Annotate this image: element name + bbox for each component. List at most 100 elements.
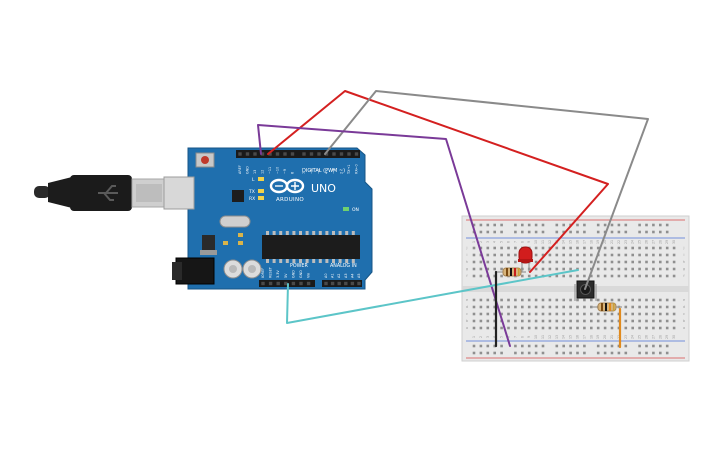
rail-hole[interactable] <box>541 223 545 227</box>
breadboard-hole[interactable] <box>500 274 503 278</box>
breadboard-hole[interactable] <box>534 253 538 257</box>
breadboard-hole[interactable] <box>638 298 641 302</box>
breadboard-hole[interactable] <box>521 326 524 330</box>
breadboard-hole[interactable] <box>672 326 676 330</box>
breadboard-hole[interactable] <box>555 253 559 257</box>
breadboard-hole[interactable] <box>652 260 655 264</box>
breadboard-hole[interactable] <box>596 267 600 271</box>
breadboard-hole[interactable] <box>576 305 579 309</box>
rail-hole[interactable] <box>479 351 483 355</box>
breadboard-hole[interactable] <box>672 253 676 257</box>
breadboard-hole[interactable] <box>576 319 579 323</box>
digital-pin-hole[interactable] <box>283 152 287 156</box>
rail-hole[interactable] <box>624 230 628 234</box>
breadboard-hole[interactable] <box>624 326 628 330</box>
breadboard-hole[interactable] <box>521 305 524 309</box>
rail-hole[interactable] <box>638 223 641 227</box>
breadboard-hole[interactable] <box>541 319 545 323</box>
breadboard-hole[interactable] <box>562 305 565 309</box>
breadboard-hole[interactable] <box>507 305 510 309</box>
breadboard-hole[interactable] <box>562 312 565 316</box>
breadboard-hole[interactable] <box>576 274 579 278</box>
red-led-icon[interactable] <box>518 246 533 272</box>
breadboard-hole[interactable] <box>638 274 641 278</box>
rail-hole[interactable] <box>534 351 538 355</box>
rail-hole[interactable] <box>569 230 572 234</box>
rail-hole[interactable] <box>527 230 531 234</box>
breadboard-hole[interactable] <box>645 267 648 271</box>
breadboard-hole[interactable] <box>596 326 600 330</box>
breadboard-hole[interactable] <box>486 246 490 250</box>
breadboard-hole[interactable] <box>541 298 545 302</box>
rail-hole[interactable] <box>624 344 628 348</box>
breadboard-hole[interactable] <box>603 260 607 264</box>
breadboard-hole[interactable] <box>665 274 669 278</box>
power-pin-hole[interactable] <box>284 281 288 286</box>
breadboard-hole[interactable] <box>507 298 510 302</box>
breadboard-hole[interactable] <box>672 298 676 302</box>
rail-hole[interactable] <box>665 351 669 355</box>
power-pin-hole[interactable] <box>299 281 303 286</box>
breadboard-hole[interactable] <box>500 312 503 316</box>
breadboard-hole[interactable] <box>507 260 510 264</box>
breadboard-hole[interactable] <box>659 298 662 302</box>
breadboard-hole[interactable] <box>624 312 628 316</box>
breadboard-hole[interactable] <box>617 274 621 278</box>
rail-hole[interactable] <box>624 223 628 227</box>
breadboard-hole[interactable] <box>672 246 676 250</box>
rail-hole[interactable] <box>610 351 614 355</box>
rail-hole[interactable] <box>583 351 586 355</box>
breadboard-hole[interactable] <box>610 298 614 302</box>
breadboard-hole[interactable] <box>514 326 517 330</box>
breadboard-hole[interactable] <box>569 319 572 323</box>
breadboard-hole[interactable] <box>569 274 572 278</box>
breadboard-hole[interactable] <box>548 267 552 271</box>
rail-hole[interactable] <box>576 230 579 234</box>
breadboard-hole[interactable] <box>665 298 669 302</box>
breadboard-hole[interactable] <box>652 305 655 309</box>
breadboard-hole[interactable] <box>500 305 503 309</box>
breadboard-hole[interactable] <box>562 319 565 323</box>
breadboard-hole[interactable] <box>527 326 531 330</box>
breadboard-hole[interactable] <box>638 312 641 316</box>
rail-hole[interactable] <box>500 223 503 227</box>
power-pin-hole[interactable] <box>268 281 273 286</box>
breadboard-hole[interactable] <box>527 319 531 323</box>
breadboard-hole[interactable] <box>527 305 531 309</box>
breadboard-hole[interactable] <box>534 260 538 264</box>
breadboard-hole[interactable] <box>617 326 621 330</box>
breadboard-hole[interactable] <box>555 326 559 330</box>
breadboard-hole[interactable] <box>576 246 579 250</box>
breadboard-hole[interactable] <box>652 298 655 302</box>
breadboard-hole[interactable] <box>479 298 483 302</box>
rail-hole[interactable] <box>652 223 655 227</box>
breadboard-hole[interactable] <box>583 312 586 316</box>
rail-hole[interactable] <box>638 351 641 355</box>
wire-purple[interactable] <box>257 124 511 347</box>
breadboard-hole[interactable] <box>596 274 600 278</box>
breadboard-hole[interactable] <box>569 246 572 250</box>
rail-hole[interactable] <box>541 351 545 355</box>
breadboard-hole[interactable] <box>659 312 662 316</box>
breadboard-hole[interactable] <box>624 305 628 309</box>
breadboard-hole[interactable] <box>596 312 600 316</box>
rail-hole[interactable] <box>534 344 538 348</box>
breadboard-hole[interactable] <box>583 253 586 257</box>
rail-hole[interactable] <box>562 344 565 348</box>
breadboard-hole[interactable] <box>603 312 607 316</box>
breadboard-hole[interactable] <box>652 326 655 330</box>
breadboard-hole[interactable] <box>638 326 641 330</box>
breadboard-hole[interactable] <box>493 260 496 264</box>
rail-hole[interactable] <box>652 351 655 355</box>
breadboard-hole[interactable] <box>527 298 531 302</box>
breadboard-hole[interactable] <box>617 312 621 316</box>
breadboard-hole[interactable] <box>624 253 628 257</box>
breadboard-hole[interactable] <box>548 319 552 323</box>
breadboard-hole[interactable] <box>603 253 607 257</box>
breadboard-hole[interactable] <box>521 274 524 278</box>
breadboard-hole[interactable] <box>659 260 662 264</box>
rail-hole[interactable] <box>527 344 531 348</box>
analog-pin-hole[interactable] <box>337 281 341 286</box>
rail-hole[interactable] <box>645 344 648 348</box>
breadboard-hole[interactable] <box>472 312 476 316</box>
